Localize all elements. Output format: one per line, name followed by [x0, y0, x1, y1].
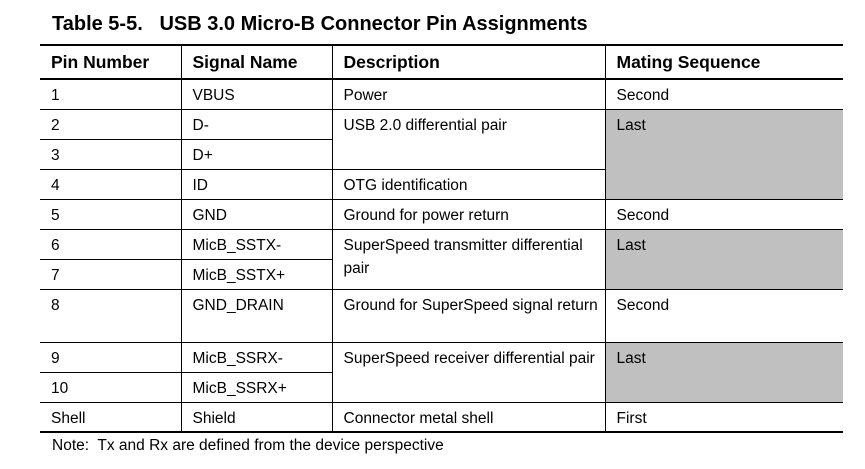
signal-name-cell: VBUS [180, 79, 332, 110]
signal-name-cell: D- [180, 109, 332, 140]
table-title: Table 5-5. USB 3.0 Micro-B Connector Pin… [52, 13, 588, 35]
table-header-row: Pin Number Signal Name Description Matin… [40, 44, 843, 80]
signal-name-cell: MicB_SSTX+ [180, 259, 332, 290]
pin-number-cell: 3 [40, 139, 181, 170]
description-cell: OTG identification [331, 169, 605, 200]
signal-name-cell: MicB_SSRX- [180, 342, 332, 373]
header-signal-name: Signal Name [180, 44, 332, 80]
table-row: 6 MicB_SSTX- SuperSpeed transmitter diff… [40, 229, 843, 290]
signal-name-cell: ID [180, 169, 332, 200]
pin-number-cell: 1 [40, 79, 181, 110]
mating-sequence-cell: Last [604, 109, 843, 200]
description-cell: USB 2.0 differential pair [331, 109, 605, 170]
signal-name-cell: D+ [180, 139, 332, 170]
table-row: 10 MicB_SSRX+ [40, 372, 843, 403]
mating-sequence-cell: First [604, 402, 843, 433]
table-row: 1 VBUS Power Second [40, 79, 843, 110]
table-row: 5 GND Ground for power return Second [40, 199, 843, 230]
pin-number-cell: 2 [40, 109, 181, 140]
signal-name-cell: MicB_SSRX+ [180, 372, 332, 403]
mating-sequence-cell: Last [604, 229, 843, 290]
mating-sequence-cell: Second [604, 79, 843, 110]
pin-number-cell: 9 [40, 342, 181, 373]
signal-name-cell: GND_DRAIN [180, 289, 332, 343]
signal-name-cell: Shield [180, 402, 332, 433]
signal-name-cell: GND [180, 199, 332, 230]
mating-sequence-cell: Second [604, 289, 843, 343]
pin-number-cell: 5 [40, 199, 181, 230]
table-row: 8 GND_DRAIN Ground for SuperSpeed signal… [40, 289, 843, 343]
table-row: 3 D+ [40, 139, 843, 170]
mating-sequence-cell: Second [604, 199, 843, 230]
description-cell: Ground for power return [331, 199, 605, 230]
signal-name-cell: MicB_SSTX- [180, 229, 332, 260]
pin-number-cell: 7 [40, 259, 181, 290]
description-cell: Ground for SuperSpeed signal return [331, 289, 605, 343]
table-row: 7 MicB_SSTX+ [40, 259, 843, 290]
table-row: 4 ID OTG identification [40, 169, 843, 200]
pin-assignments-table: Pin Number Signal Name Description Matin… [40, 44, 843, 433]
pin-number-cell: 4 [40, 169, 181, 200]
table-row: 9 MicB_SSRX- SuperSpeed receiver differe… [40, 342, 843, 403]
header-pin-number: Pin Number [40, 44, 181, 80]
pin-number-cell: 10 [40, 372, 181, 403]
table-row: 2 D- USB 2.0 differential pair Last [40, 109, 843, 200]
pin-number-cell: 6 [40, 229, 181, 260]
header-mating-sequence: Mating Sequence [604, 44, 843, 80]
table-note: Note: Tx and Rx are defined from the dev… [52, 437, 444, 454]
description-cell: SuperSpeed receiver differential pair [331, 342, 605, 403]
description-cell: Power [331, 79, 605, 110]
description-cell: Connector metal shell [331, 402, 605, 433]
table-row: Shell Shield Connector metal shell First [40, 402, 843, 433]
header-description: Description [331, 44, 605, 80]
pin-number-cell: Shell [40, 402, 181, 433]
mating-sequence-cell: Last [604, 342, 843, 403]
description-cell: SuperSpeed transmitter differential pair [331, 229, 605, 290]
pin-number-cell: 8 [40, 289, 181, 343]
